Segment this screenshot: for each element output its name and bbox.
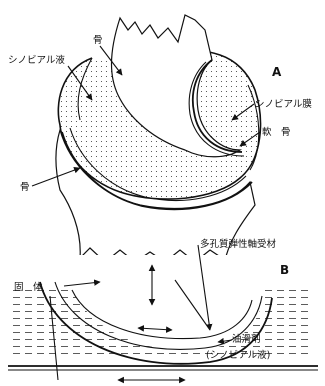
section-b-bearing-model: B 多孔質弾性軸受材 固 体 油滑剤 (シノビアル液) (8, 238, 318, 380)
label-synovial-membrane: シノビアル膜 (255, 99, 312, 110)
section-a-label: A (272, 65, 282, 79)
label-solid: 固 体 (14, 281, 43, 293)
label-lubricant: 油滑剤 (232, 333, 261, 345)
section-b-label: B (280, 263, 289, 277)
section-a-joint: A 骨 シノビアル液 シノビアル膜 軟 骨 骨 (8, 15, 312, 262)
label-porous-material: 多孔質弾性軸受材 (200, 238, 277, 250)
label-synovial-fluid: シノビアル液 (8, 54, 65, 66)
label-lubricant-sub: (シノビアル液) (206, 349, 270, 361)
label-bone-bottom: 骨 (20, 182, 30, 193)
label-cartilage: 軟 骨 (262, 126, 291, 138)
label-bone-top: 骨 (93, 35, 103, 46)
